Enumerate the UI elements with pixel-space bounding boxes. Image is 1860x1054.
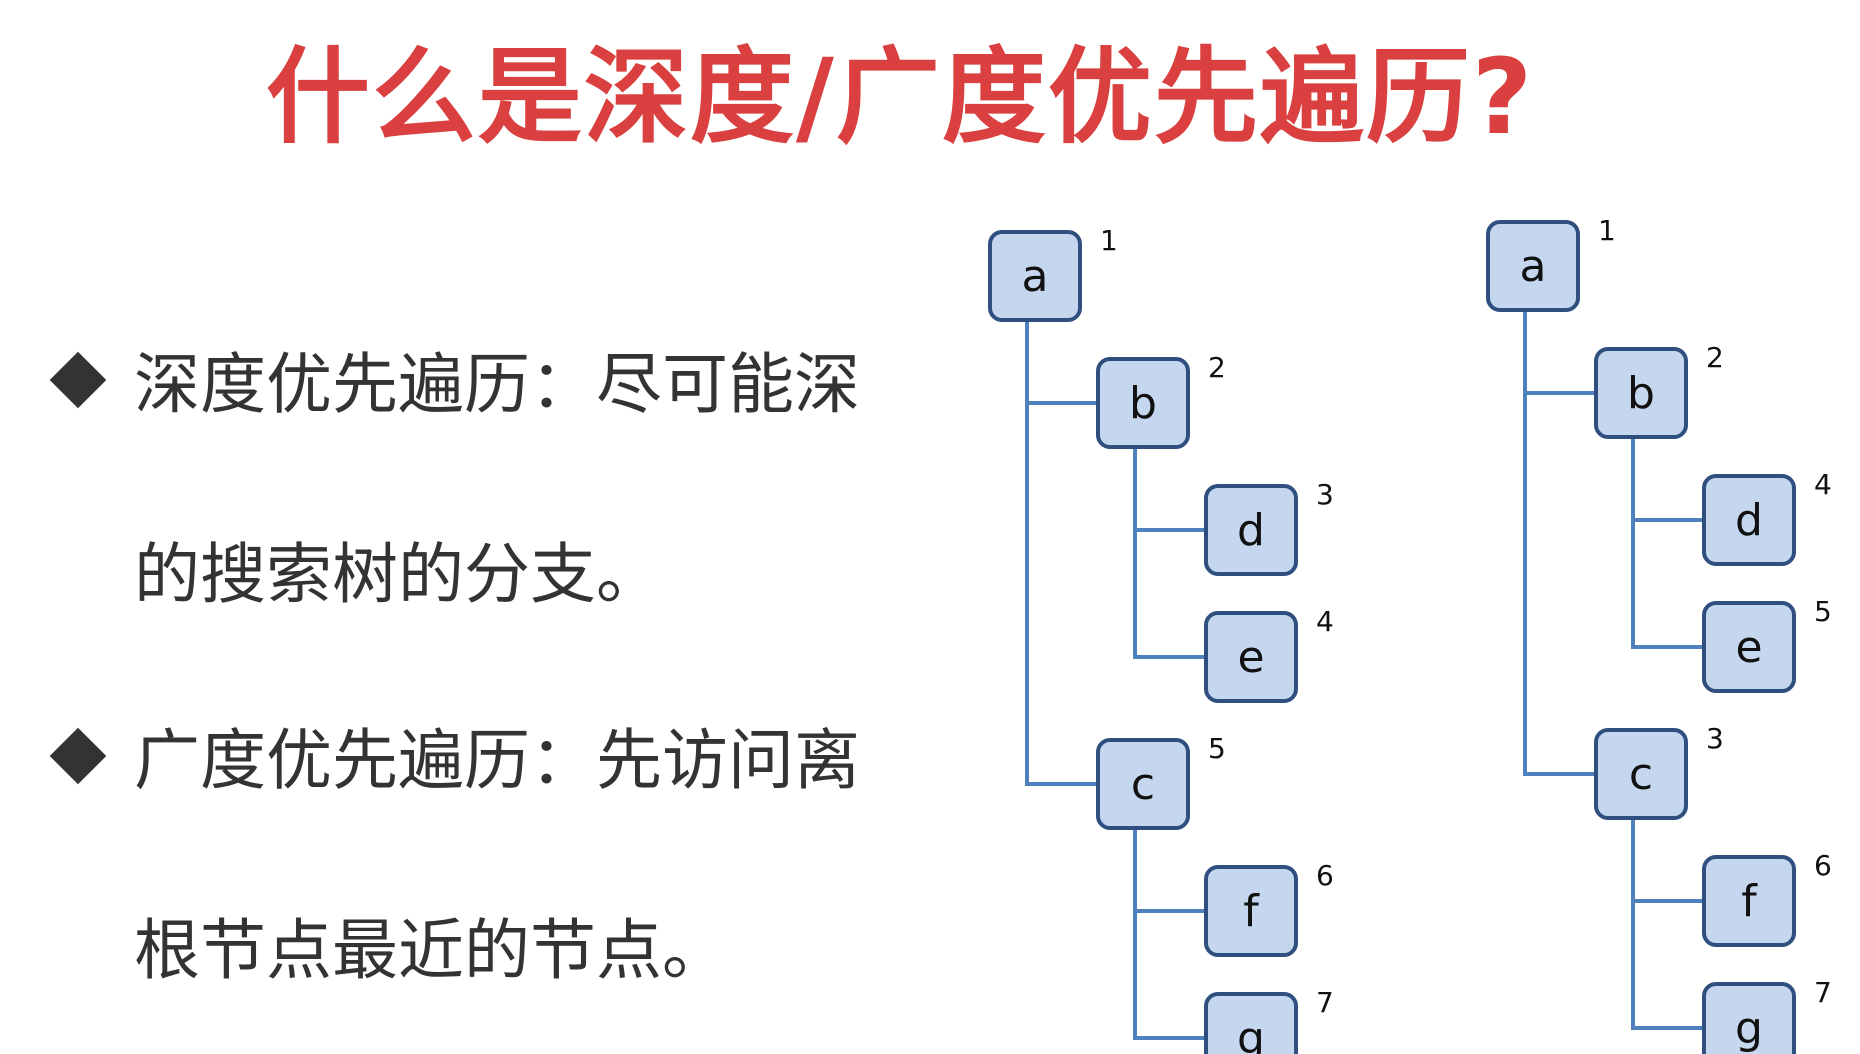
edge-b-e — [1631, 437, 1704, 649]
node-box — [1204, 611, 1298, 703]
node-label: f — [1243, 886, 1260, 937]
node-box — [1702, 474, 1796, 566]
visit-order-label: 1 — [1100, 224, 1118, 257]
tree-node-a: a — [988, 230, 1082, 322]
node-box — [1702, 601, 1796, 693]
node-label: f — [1741, 876, 1758, 927]
edge-a-c — [1523, 310, 1596, 776]
edge-c-f — [1133, 828, 1206, 913]
node-label: b — [1627, 368, 1655, 419]
node-box — [1594, 728, 1688, 820]
node-label: a — [1022, 251, 1049, 302]
node-label: e — [1735, 622, 1762, 673]
visit-order-label: 2 — [1208, 351, 1226, 384]
edge-b-d — [1631, 437, 1704, 522]
visit-order-label: 1 — [1598, 214, 1616, 247]
tree-node-c: c — [1096, 738, 1190, 830]
node-label: d — [1237, 505, 1265, 556]
bullet-breadth-first: 广度优先遍历：先访问离根节点最近的节点。 — [49, 666, 912, 1046]
node-box — [1594, 347, 1688, 439]
visit-order-label: 7 — [1814, 976, 1832, 1009]
bullet-text: 深度优先遍历：尽可能深的搜索树的分支。 — [134, 346, 860, 613]
visit-order-label: 2 — [1706, 341, 1724, 374]
node-box — [1096, 738, 1190, 830]
node-label: a — [1520, 241, 1547, 292]
tree-node-d: d — [1204, 484, 1298, 576]
visit-order-label: 6 — [1316, 859, 1334, 892]
edge-c-f — [1631, 818, 1704, 903]
visit-order-label: 6 — [1814, 849, 1832, 882]
node-label: e — [1237, 632, 1264, 683]
node-box — [1702, 855, 1796, 947]
visit-order-label: 5 — [1208, 732, 1226, 765]
node-box — [1204, 484, 1298, 576]
tree-node-f: f — [1204, 865, 1298, 957]
bullet-text: 广度优先遍历：先访问离根节点最近的节点。 — [134, 722, 860, 989]
tree-node-d: d — [1702, 474, 1796, 566]
tree-breadth-first: a 1 b 2 d 4 e 5 c 3 f 6 g 7 — [1486, 214, 1832, 1054]
tree-node-b: b — [1096, 357, 1190, 449]
edge-b-e — [1133, 447, 1206, 659]
edge-c-g — [1631, 818, 1704, 1030]
visit-order-label: 5 — [1814, 595, 1832, 628]
tree-node-g: g — [1702, 982, 1796, 1054]
visit-order-label: 3 — [1316, 478, 1334, 511]
visit-order-label: 7 — [1316, 986, 1334, 1019]
edge-c-g — [1133, 828, 1206, 1040]
tree-node-e: e — [1702, 601, 1796, 693]
bullet-depth-first: 深度优先遍历：尽可能深的搜索树的分支。 — [49, 290, 912, 670]
node-box — [1096, 357, 1190, 449]
node-label: c — [1131, 759, 1155, 810]
node-box — [1486, 220, 1580, 312]
edge-a-b — [1025, 320, 1098, 405]
tree-node-f: f — [1702, 855, 1796, 947]
edge-a-c — [1025, 320, 1098, 786]
node-label: g — [1735, 1003, 1763, 1054]
tree-node-b: b — [1594, 347, 1688, 439]
node-label: d — [1735, 495, 1763, 546]
node-label: g — [1237, 1013, 1265, 1054]
visit-order-label: 4 — [1316, 605, 1334, 638]
node-box — [1702, 982, 1796, 1054]
tree-node-a: a — [1486, 220, 1580, 312]
tree-node-c: c — [1594, 728, 1688, 820]
page-title: 什么是深度/广度优先遍历? — [265, 36, 1535, 158]
node-box — [988, 230, 1082, 322]
node-label: c — [1629, 749, 1653, 800]
tree-node-g: g — [1204, 992, 1298, 1054]
tree-node-e: e — [1204, 611, 1298, 703]
node-box — [1204, 865, 1298, 957]
edge-a-b — [1523, 310, 1596, 395]
visit-order-label: 3 — [1706, 722, 1724, 755]
node-box — [1204, 992, 1298, 1054]
tree-depth-first: a 1 b 2 d 3 e 4 c 5 f 6 g 7 — [988, 224, 1334, 1054]
edge-b-d — [1133, 447, 1206, 532]
node-label: b — [1129, 378, 1157, 429]
visit-order-label: 4 — [1814, 468, 1832, 501]
